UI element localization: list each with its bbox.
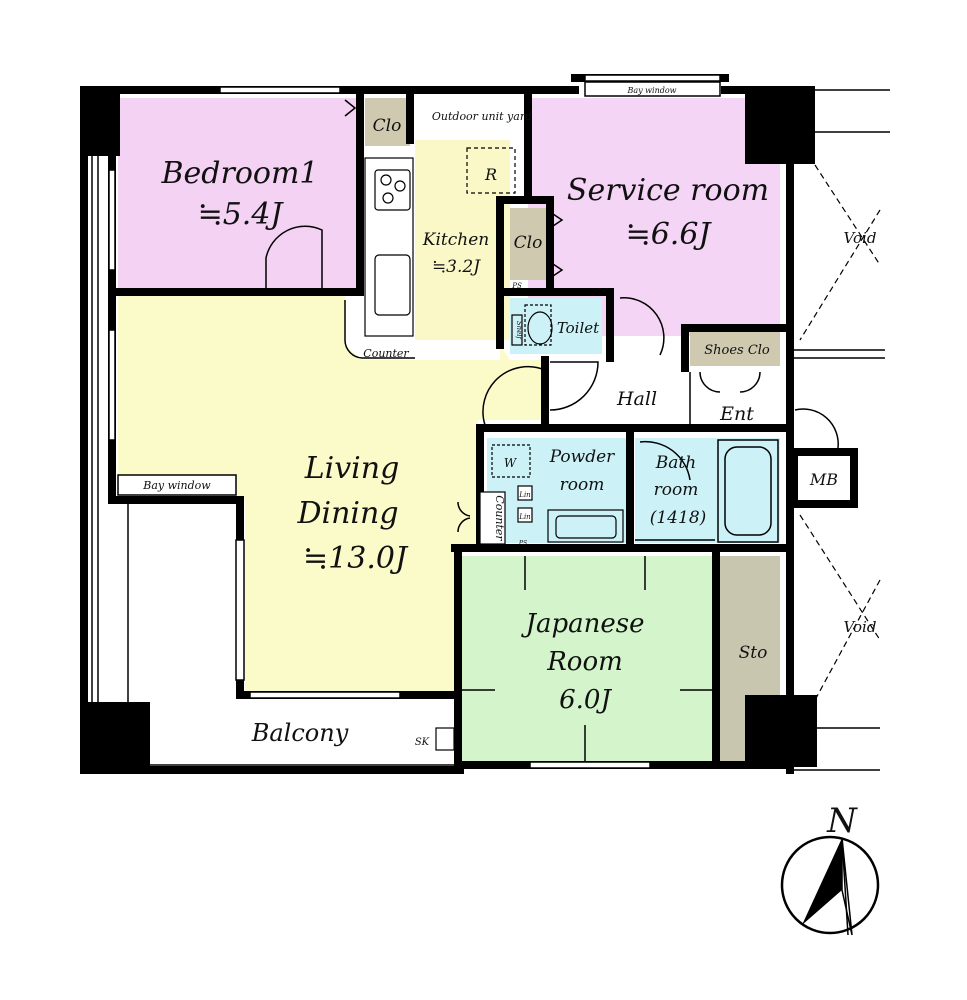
ps2-label: PS: [518, 540, 527, 547]
powder-fixtures: [479, 444, 624, 545]
bath-line2: room: [654, 480, 699, 500]
balcony-railings: [91, 89, 890, 771]
living-line2: Dining: [296, 496, 398, 531]
service-room-area: [528, 98, 780, 336]
bedroom1-size: ≒5.4J: [198, 197, 285, 232]
bath-line1: Bath: [655, 453, 696, 473]
bedroom1-name: Bedroom1: [160, 156, 318, 191]
mb-box: [796, 454, 852, 502]
kitchen-fixtures: [364, 147, 516, 337]
closet-bedroom-area: [365, 98, 410, 146]
bedroom1-area: [118, 98, 358, 288]
service-room-size: ≒6.6J: [626, 217, 713, 252]
balcony-name: Balcony: [251, 719, 349, 747]
sk-label: SK: [415, 737, 430, 748]
clo-bedroom-label: Clo: [373, 116, 402, 136]
japanese-room-area: [462, 556, 714, 761]
kitchen-name: Kitchen: [422, 230, 489, 250]
shoes-closet-area: [690, 332, 780, 366]
japanese-line2: Room: [546, 647, 623, 677]
washer-label: W: [504, 456, 518, 470]
lin1-label: Lin: [518, 491, 531, 499]
toilet-name: Toilet: [557, 319, 600, 337]
lin2-label: Lin: [518, 513, 531, 521]
slop-sink: [435, 727, 455, 751]
ps1-label: PS: [511, 282, 522, 290]
kitchen-size: ≒3.2J: [432, 257, 481, 277]
doors: [265, 99, 839, 533]
void-lines: [799, 164, 881, 701]
closet-kitchen-area: [510, 208, 547, 280]
living-line1: Living: [304, 451, 400, 486]
japanese-line1: Japanese: [521, 609, 645, 639]
ent-name: Ent: [719, 403, 754, 425]
windows: [108, 74, 721, 769]
bathtub: [635, 439, 779, 543]
clo-kitchen-label: Clo: [514, 233, 543, 253]
kitchen-counter: [344, 300, 415, 359]
living-dining-area: [118, 296, 545, 692]
refrigerator-label: R: [484, 165, 497, 184]
bay-window-left-label: Bay window: [142, 479, 211, 492]
compass-north-label: N: [826, 801, 858, 841]
tatami-lines: [462, 556, 714, 761]
toilet-fixtures: [511, 304, 553, 346]
bay-window-top-label: Bay window: [626, 86, 676, 95]
compass: [780, 835, 880, 936]
bath-room-area: [635, 438, 780, 543]
outdoor-unit-yard-label: Outdoor unit yard: [432, 110, 532, 123]
living-size: ≒13.0J: [303, 541, 409, 576]
japanese-size: 6.0J: [559, 685, 612, 715]
counter-kitchen-label: Counter: [363, 347, 409, 360]
powder-line1: Powder: [549, 447, 615, 467]
shoes-clo-label: Shoes Clo: [704, 343, 770, 358]
powder-line2: room: [560, 475, 605, 495]
bath-size: (1418): [650, 508, 707, 528]
mb-label: MB: [809, 470, 838, 489]
hall-name: Hall: [616, 388, 657, 410]
powder-room-area: [487, 438, 627, 543]
counter-powder-label: Counter: [493, 495, 506, 541]
service-room-name: Service room: [567, 173, 769, 208]
void-bottom-label: Void: [844, 618, 877, 636]
sto-label: Sto: [739, 643, 768, 663]
shelf-label: Shelf: [515, 321, 523, 341]
kitchen-area: [415, 140, 510, 340]
void-top-label: Void: [844, 229, 877, 247]
